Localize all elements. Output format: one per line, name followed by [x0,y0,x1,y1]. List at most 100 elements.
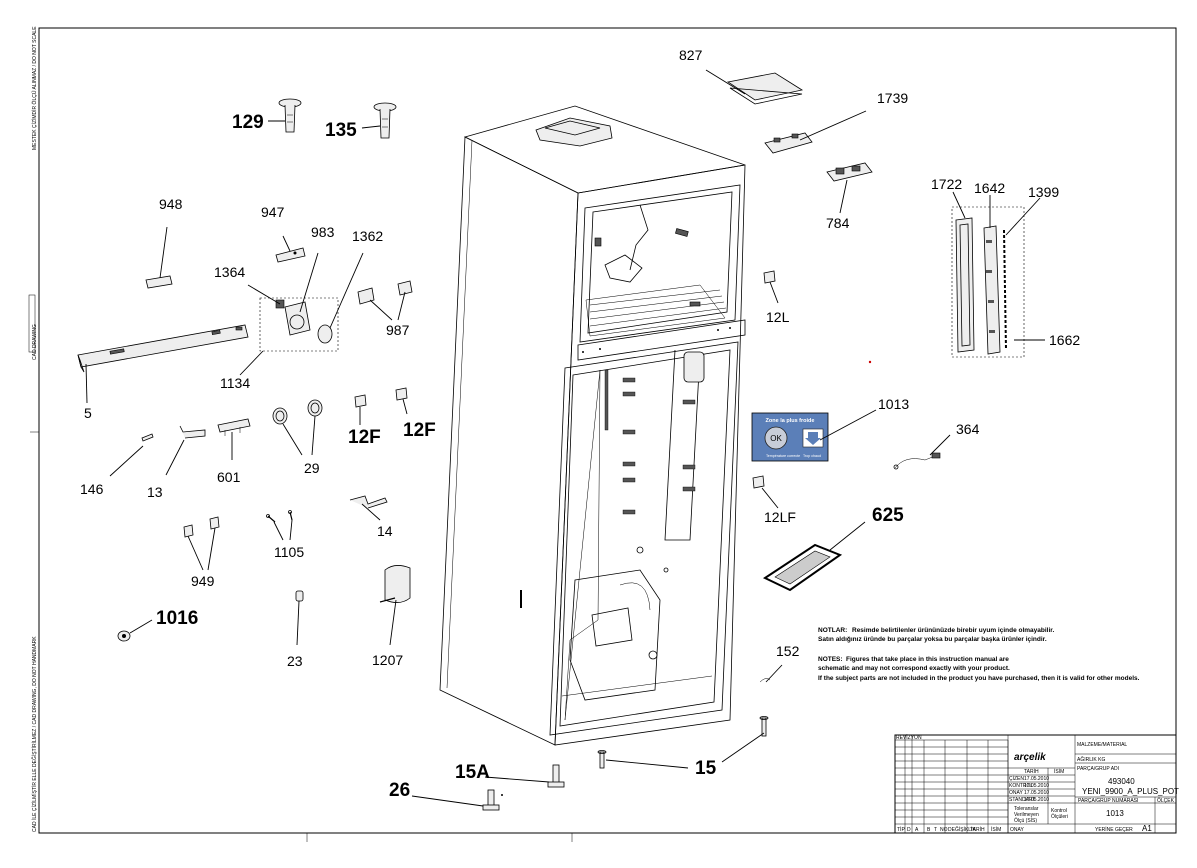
tb-parca-no: 1013 [1106,809,1124,818]
callout-948: 948 [159,196,183,212]
callout-949: 949 [191,573,215,589]
part-146 [141,433,154,442]
callout-1722: 1722 [931,176,962,192]
label-panel-right-caption: Trop chaud [803,454,821,458]
drawing-frame [38,27,1177,834]
part-625 [762,543,843,592]
part-13 [179,425,206,439]
notes-tr-title: NOTLAR: [818,627,847,634]
callout-14: 14 [377,523,393,539]
label-panel-left-caption: Température correcte [766,454,800,458]
tb-model-name: YENI_9900_A_PLUS_POT [1082,787,1179,796]
callout-1105: 1105 [274,544,304,560]
part-152 [759,678,771,683]
tb-row-kontrol: KONTROL [1009,783,1033,789]
callout-26: 26 [389,780,410,801]
tb-bottom-col-6: DEĞİŞİKLİK [948,826,976,833]
label-panel-title: Zone la plus froide [766,418,815,424]
callout-1662: 1662 [1049,332,1080,348]
tb-d1: 17.05.2010 [1024,776,1049,782]
callout-15A: 15A [455,762,490,783]
part-5 [77,324,249,373]
notes-en-line2: schematic and may not correspond exactly… [818,665,1010,672]
callout-364: 364 [956,421,980,437]
tb-tolerance-3: Ölçü (SİS) [1014,817,1037,824]
callout-15: 15 [695,758,717,779]
part-29 [272,399,323,425]
callout-146: 146 [80,481,104,497]
part-827 [726,72,804,105]
tb-control-1: Kontrol [1051,808,1067,814]
part-949 [183,516,220,538]
callout-129: 129 [232,112,264,133]
notes-block: NOTLAR: Resimde belirtilenler ürününüzde… [818,627,1140,682]
label-panel-1013: Zone la plus froide OK Température corre… [751,412,829,462]
tb-col-isim: İSİM [1054,768,1064,775]
tb-bottom-col-1: D [907,827,911,833]
side-text-top: MESTEK ÇİZİMDİR ÖLÇÜ ALINMAZ / DO NOT SC… [31,26,38,150]
tb-bottom-col-0: TİP [897,826,905,833]
callout-1134: 1134 [220,375,250,391]
callout-1016: 1016 [156,608,198,629]
refrigerator-cabinet [439,105,746,746]
tb-parca-label: PARÇA/GRUP ADI [1077,766,1119,772]
part-1016 [117,630,131,642]
tb-malzeme-label: MALZEME/MATERIAL [1077,742,1127,748]
tb-col-tarih: TARİH [1024,768,1039,775]
part-12F [354,387,408,408]
tb-row-s: STANDART [1009,797,1035,803]
tb-tolerance-2: Verilmeyen [1014,812,1039,818]
tb-d3: 17.05.2010 [1024,790,1049,796]
tb-bottom-col-7: TARİH [970,826,985,833]
tb-yer-label: YERİNE GEÇER [1095,826,1133,833]
tb-bottom-col-2: A [915,827,919,833]
callout-1399: 1399 [1028,184,1059,200]
red-mark [868,360,872,364]
tb-agirlik-label: AĞIRLIK KG [1077,756,1105,763]
part-15A [547,764,565,788]
part-948 [145,275,173,289]
part-601 [217,418,251,436]
callout-29: 29 [304,460,320,476]
tb-part-no: 493040 [1108,777,1135,786]
part-1722-1642-1399-1662 [951,206,1025,358]
callout-1642: 1642 [974,180,1005,196]
side-text-bottom: CAD İLE ÇİZİLMİŞTİR ELLE DEĞİŞTİRİLMEZ /… [31,636,38,832]
label-panel-ok: OK [770,434,782,443]
tb-tolerance-1: Toleranslar [1014,806,1039,812]
part-784 [826,162,873,182]
tb-d4: 17.05.2010 [1024,797,1049,803]
part-129 [278,98,302,133]
tb-bottom-col-5: NO [940,827,948,833]
notes-en-line1: Figures that take place in this instruct… [846,656,1009,663]
notes-en-title: NOTES: [818,656,843,663]
tb-scale-label: ÖLÇEK [1157,797,1175,804]
callout-135: 135 [325,120,357,141]
part-987 [357,280,413,305]
part-1739 [764,132,813,154]
tb-sheet-size: A1 [1142,824,1152,833]
callout-625: 625 [872,505,904,526]
callout-601: 601 [217,469,241,485]
callout-23: 23 [287,653,303,669]
part-364 [893,452,941,470]
part-135 [373,102,397,139]
notes-tr-line1: Resimde belirtilenler ürününüzde birebir… [852,627,1054,634]
callout-1207: 1207 [372,652,403,668]
side-text-middle: CAD DRAWING [32,324,38,360]
callout-784: 784 [826,215,850,231]
part-12LF [752,475,765,489]
callout-12LF: 12LF [764,509,796,525]
callout-13: 13 [147,484,163,500]
callout-152: 152 [776,643,800,659]
part-1207 [379,565,411,603]
tb-bottom-col-4: T [934,827,937,833]
notes-tr-line2: Satın aldığınız üründe bu parçalar yoksa… [818,636,1047,643]
tb-control-2: Ölçüleri [1051,813,1068,820]
callout-1362: 1362 [352,228,383,244]
tb-bottom-col-3: B [927,827,931,833]
tb-bottom-col-9: ONAY [1010,827,1024,833]
tb-bottom-col-8: İSİM [991,826,1001,833]
tb-d2: 17.05.2010 [1024,783,1049,789]
tb-brand: arçelik [1014,752,1046,763]
